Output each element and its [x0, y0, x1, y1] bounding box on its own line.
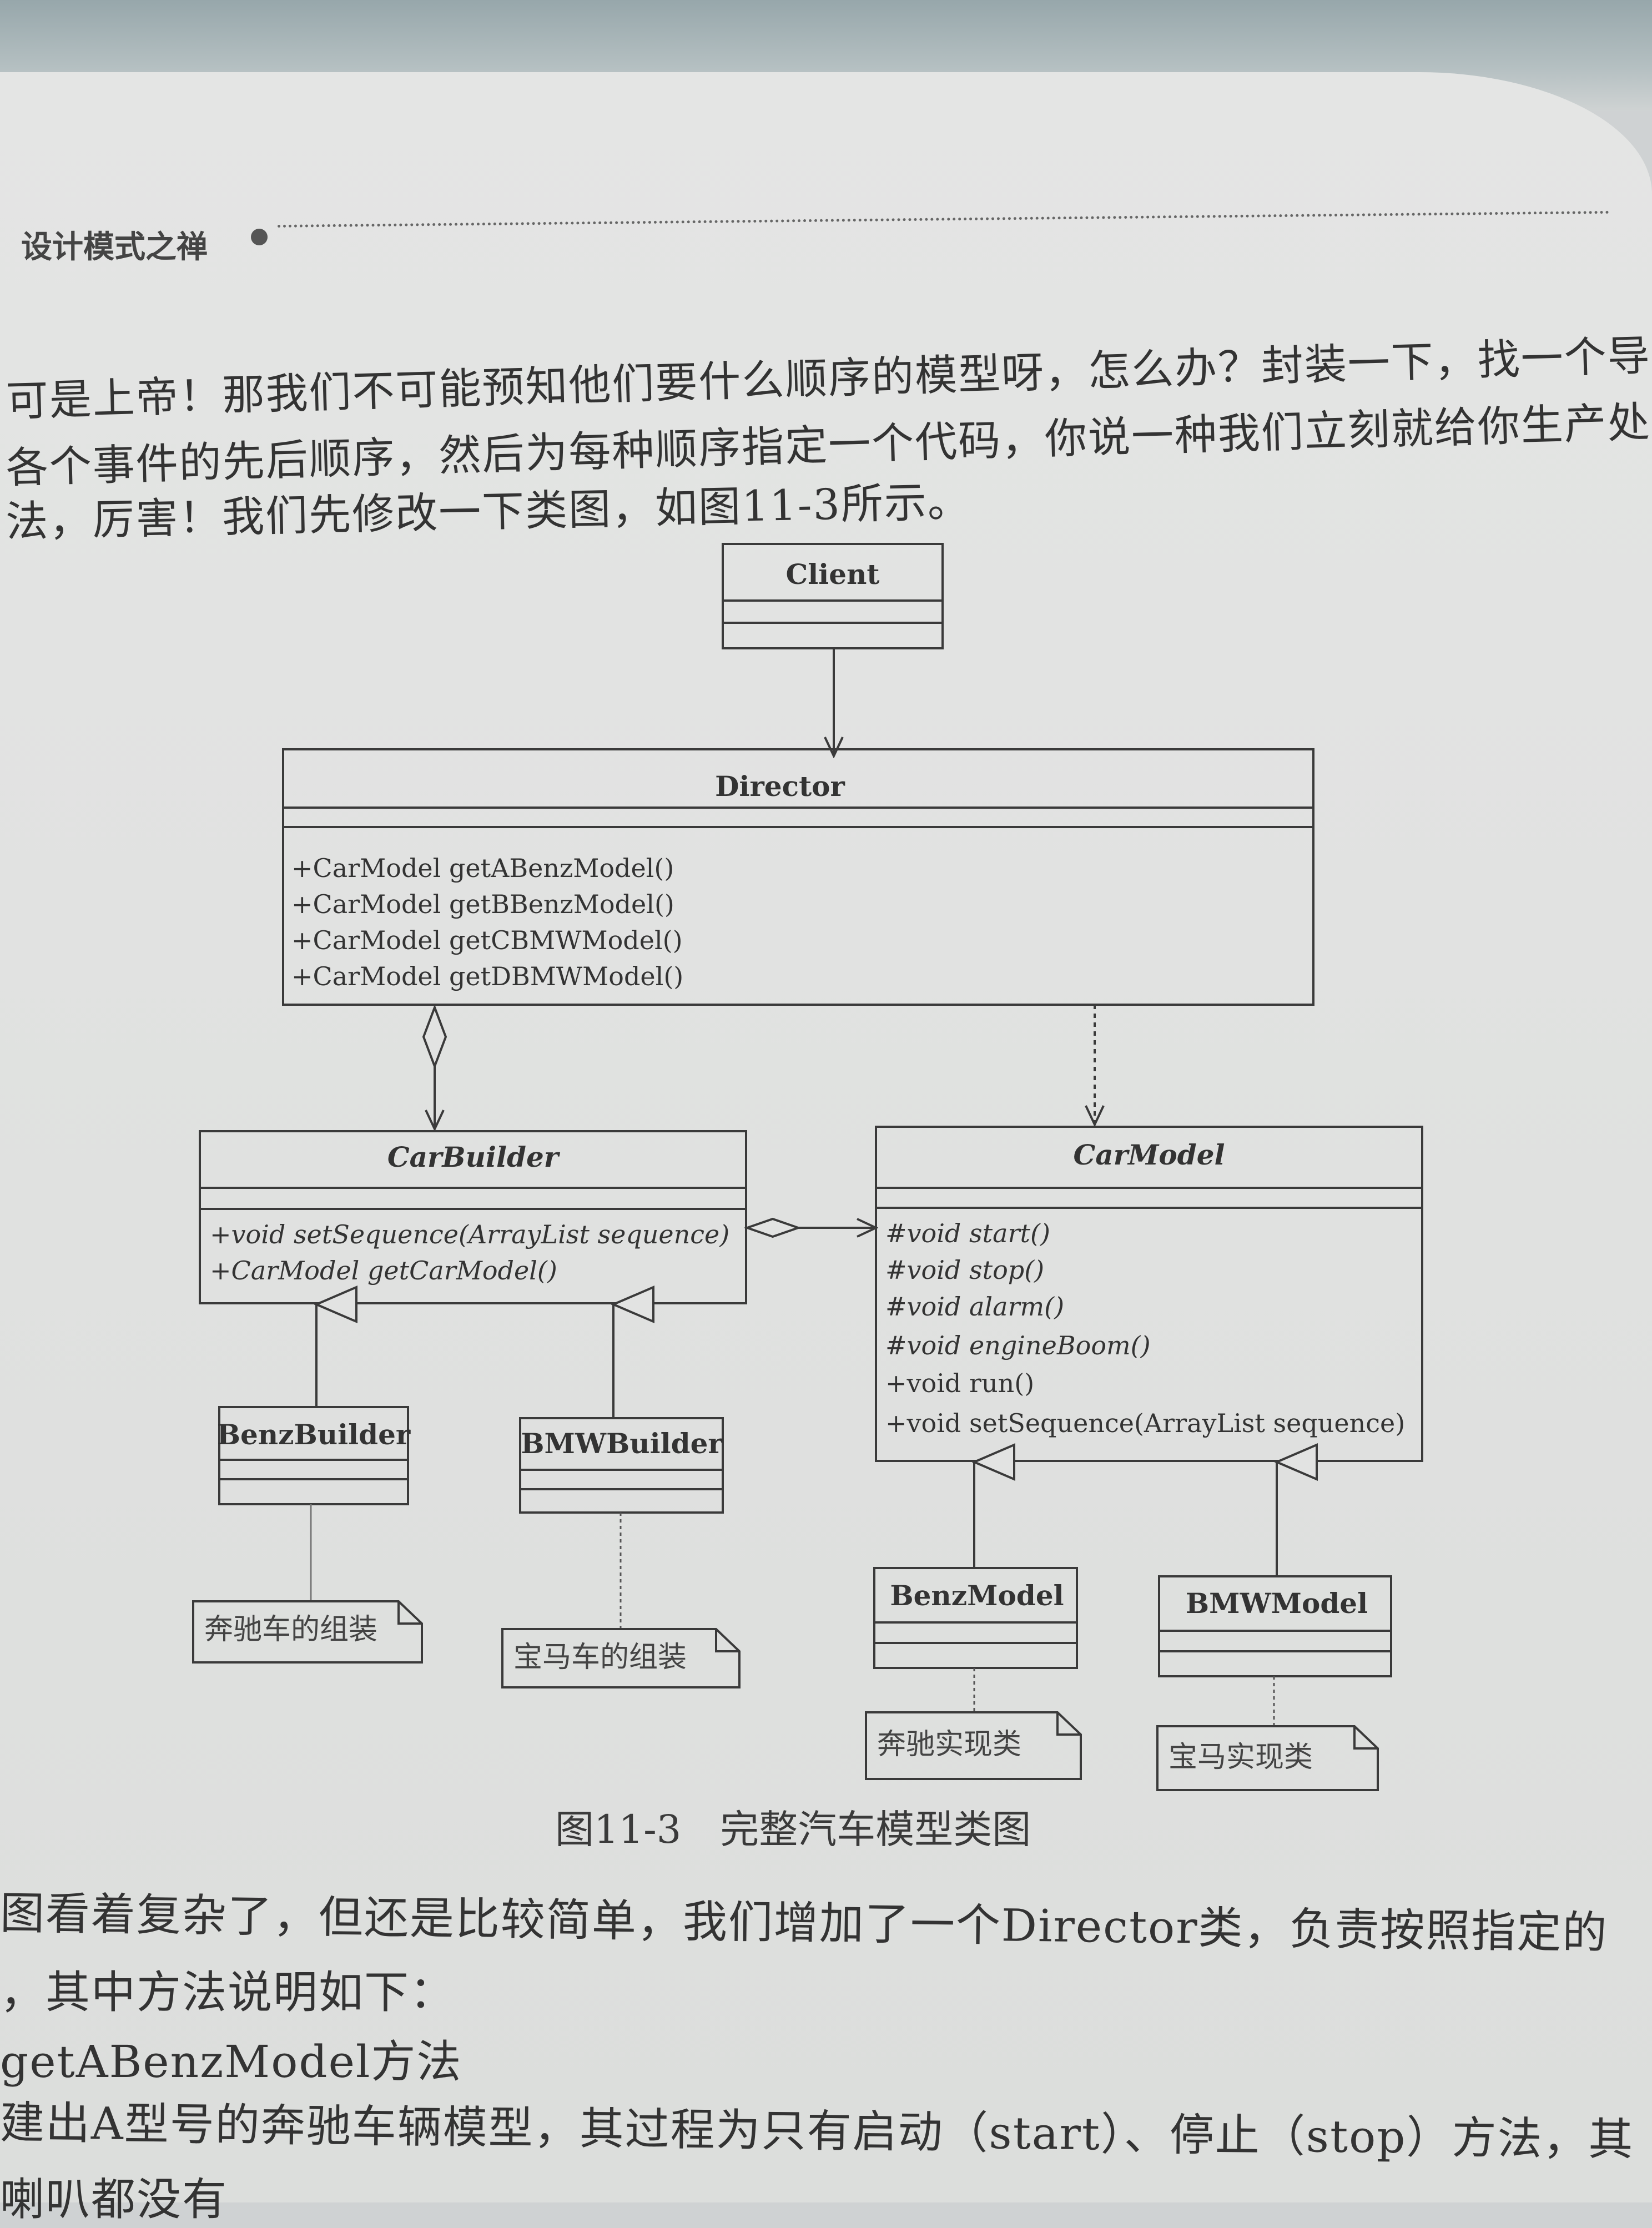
bmwbuilder-class-name: BMWBuilder: [521, 1427, 723, 1460]
benzmodel-note: 奔驰实现类: [865, 1711, 1082, 1780]
builder-model-aggregation-diamond: [743, 1217, 802, 1238]
carbuilder-op-1: +void setSequence(ArrayList sequence): [210, 1219, 729, 1249]
carmodel-op-5: +void run(): [885, 1368, 1034, 1398]
body-line-5: 喇叭都没有: [0, 2174, 228, 2225]
carmodel-op-4: #void engineBoom(): [885, 1330, 1151, 1360]
benzmodel-class-name: BenzModel: [890, 1579, 1064, 1612]
director-class: Director +CarModel getABenzModel() +CarM…: [282, 748, 1314, 1006]
director-op-3: +CarModel getCBMWModel(): [291, 925, 683, 955]
carmodel-op-6: +void setSequence(ArrayList sequence): [885, 1408, 1405, 1438]
bmwbuilder-class: BMWBuilder: [519, 1417, 724, 1514]
carmodel-class: CarModel #void start() #void stop() #voi…: [875, 1126, 1423, 1462]
benzmodel-class: BenzModel: [873, 1567, 1078, 1669]
running-header-title: 设计模式之禅: [21, 229, 208, 265]
carmodel-op-2: #void stop(): [885, 1255, 1044, 1285]
bmwbuilder-note-text: 宝马车的组装: [513, 1641, 687, 1674]
benzbuilder-note-text: 奔驰车的组装: [204, 1613, 377, 1646]
benzbuilder-note: 奔驰车的组装: [192, 1600, 423, 1664]
director-op-4: +CarModel getDBMWModel(): [291, 961, 683, 991]
bmwmodel-class-name: BMWModel: [1186, 1587, 1368, 1620]
director-builder-aggregation-diamond: [422, 1004, 447, 1070]
bmwbuilder-note: 宝马车的组装: [501, 1628, 741, 1688]
book-page: [0, 72, 1652, 2202]
body-line-3: getABenzModel方法: [0, 2036, 462, 2088]
bmwmodel-note: 宝马实现类: [1156, 1725, 1379, 1791]
director-op-1: +CarModel getABenzModel(): [291, 853, 674, 883]
carbuilder-op-2: +CarModel getCarModel(): [210, 1256, 557, 1286]
carbuilder-class: CarBuilder +void setSequence(ArrayList s…: [199, 1130, 747, 1304]
figure-caption: 图11-3 完整汽车模型类图: [555, 1807, 1031, 1852]
bmwmodel-class: BMWModel: [1158, 1575, 1392, 1677]
carmodel-op-1: #void start(): [885, 1218, 1050, 1248]
body-line-2: ，其中方法说明如下：: [0, 1967, 455, 2018]
director-class-name: Director: [715, 770, 845, 803]
carmodel-class-name: CarModel: [1074, 1138, 1225, 1171]
carbuilder-class-name: CarBuilder: [387, 1141, 561, 1173]
benzmodel-note-text: 奔驰实现类: [877, 1728, 1021, 1761]
header-bullet: [251, 229, 268, 245]
carmodel-op-3: #void alarm(): [885, 1292, 1064, 1322]
benzbuilder-class-name: BenzBuilder: [217, 1418, 411, 1451]
director-op-2: +CarModel getBBenzModel(): [291, 889, 674, 919]
client-class-name: Client: [785, 558, 879, 591]
bmwmodel-note-text: 宝马实现类: [1169, 1741, 1313, 1774]
client-class: Client: [722, 543, 944, 649]
benzbuilder-class: BenzBuilder: [217, 1406, 411, 1505]
